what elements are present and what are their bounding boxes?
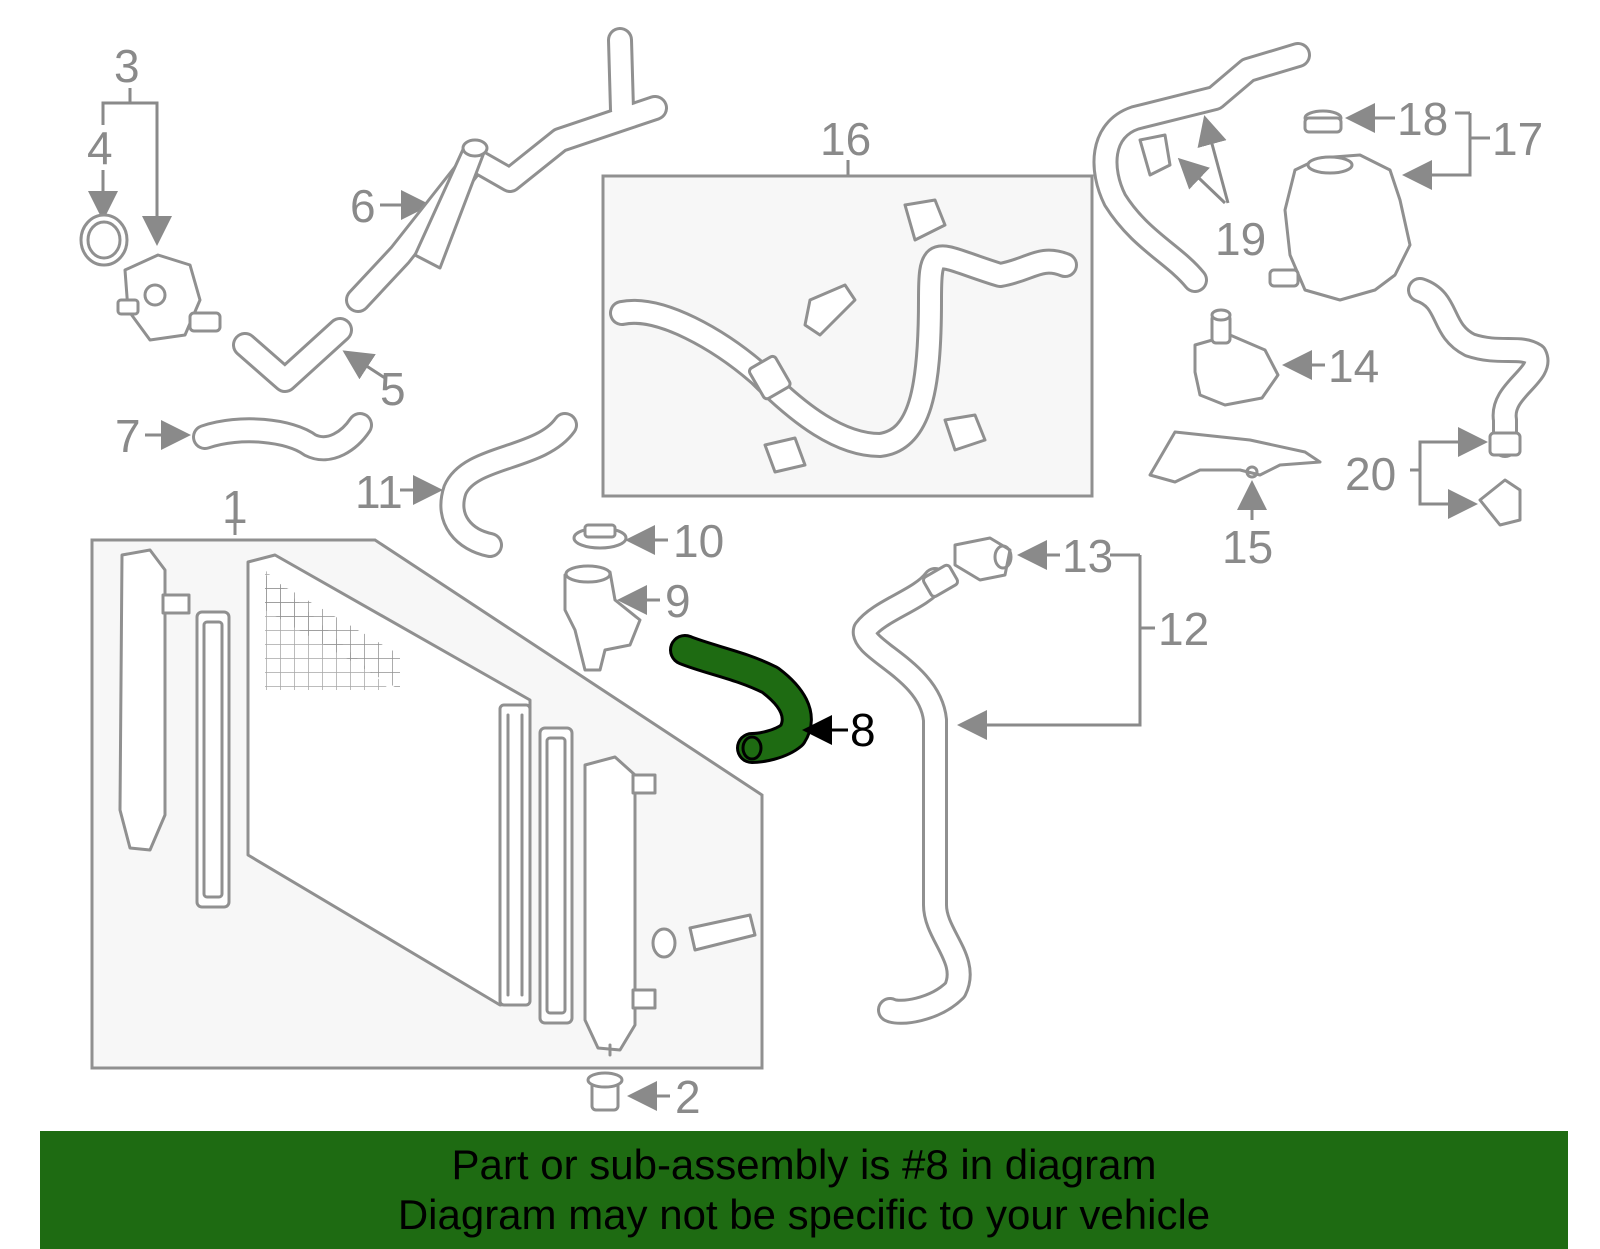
callout-18: 18 — [1397, 93, 1448, 145]
callout-16: 16 — [820, 113, 871, 165]
pump-bracket — [1148, 430, 1322, 520]
callout-17: 17 — [1492, 113, 1543, 165]
gasket — [79, 170, 129, 267]
callout-20: 20 — [1345, 448, 1396, 500]
inlet-hose — [145, 412, 373, 462]
callout-15: 15 — [1222, 521, 1273, 573]
water-pump — [1193, 308, 1325, 407]
hose-clamp-13 — [953, 536, 1060, 582]
upper-hose — [400, 412, 578, 558]
callout-1: 1 — [222, 481, 248, 533]
callout-14: 14 — [1328, 340, 1379, 392]
callout-9: 9 — [665, 575, 691, 627]
callout-7: 7 — [115, 410, 141, 462]
radiator-cap — [572, 523, 668, 555]
water-outlet-pipe — [345, 27, 668, 313]
bypass-hose — [232, 317, 386, 393]
callout-11: 11 — [355, 466, 403, 518]
callout-4: 4 — [87, 122, 113, 174]
radiator-assembly — [90, 518, 764, 1070]
callout-19: 19 — [1215, 213, 1266, 265]
callout-10: 10 — [673, 515, 724, 567]
reservoir-hose — [1092, 42, 1311, 293]
thermostat-housing — [101, 88, 222, 342]
callout-5: 5 — [380, 363, 406, 415]
banner-line-disclaimer: Diagram may not be specific to your vehi… — [397, 1191, 1211, 1238]
reservoir-cap — [1303, 103, 1395, 134]
callout-12: 12 — [1158, 603, 1209, 655]
callout-13: 13 — [1062, 530, 1113, 582]
info-banner: Part or sub-assembly is #8 in diagram Di… — [40, 1131, 1568, 1249]
callout-6: 6 — [350, 180, 376, 232]
callout-8: 8 — [850, 704, 876, 756]
coolant-reservoir — [1268, 111, 1490, 302]
callout-3: 3 — [114, 40, 140, 92]
banner-line-part: Part or sub-assembly is #8 in diagram — [451, 1141, 1157, 1188]
filler-neck — [563, 564, 660, 672]
parts-diagram: 1 2 3 4 5 6 7 8 9 10 11 12 13 14 15 16 1… — [79, 27, 1550, 1123]
callout-2: 2 — [675, 1071, 701, 1123]
highlighted-hose-part-8 — [669, 634, 848, 764]
reservoir-outlet-hose — [1407, 277, 1550, 527]
hose-kit-box — [601, 160, 1094, 498]
drain-plug — [586, 1071, 670, 1112]
lower-hose — [852, 553, 1155, 1025]
